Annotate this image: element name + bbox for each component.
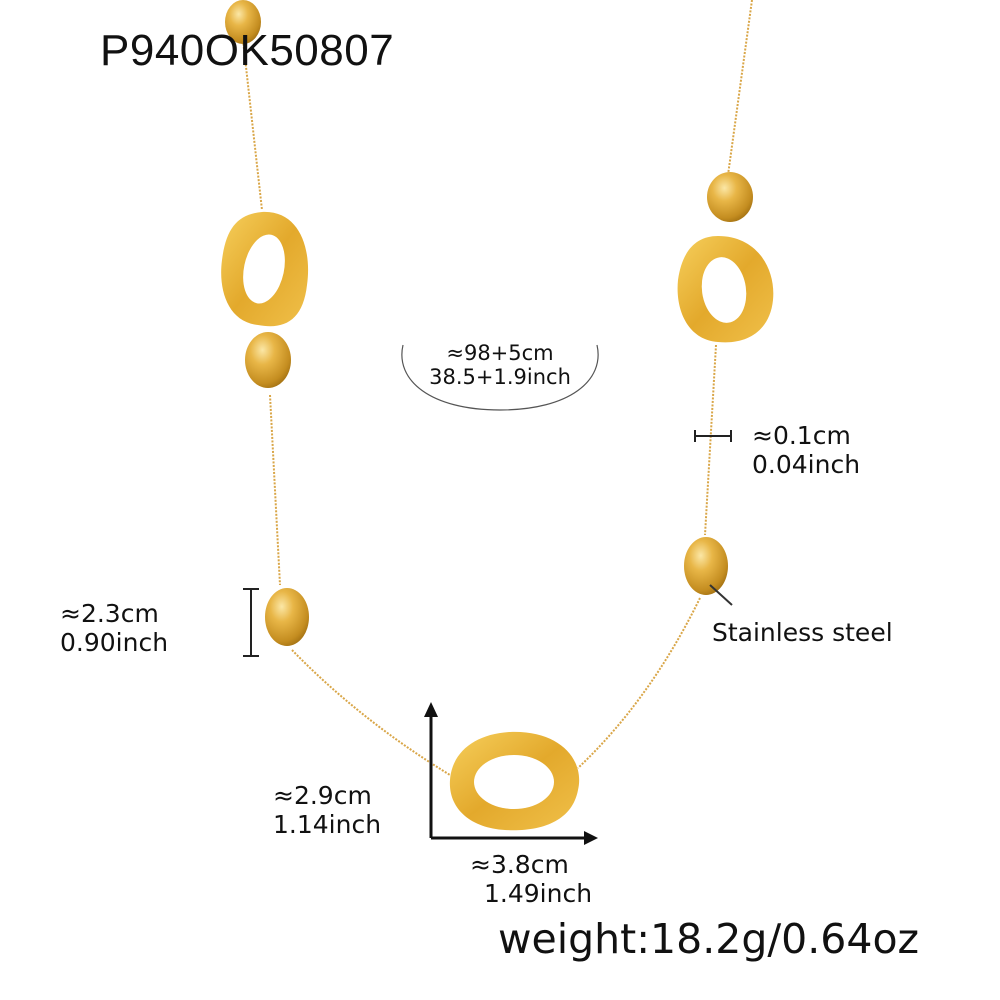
length-outline: [401, 344, 599, 411]
bead-height-measure: ≈2.3cm 0.90inch: [60, 599, 168, 657]
pendant-height-measure: ≈2.9cm 1.14inch: [273, 781, 381, 839]
ring-pendant-right: [677, 236, 774, 343]
chain: [242, 0, 753, 776]
bead-height-marker: [243, 588, 259, 657]
pendant-width-cm: ≈3.8cm: [470, 850, 569, 879]
pendant-height-inch: 1.14inch: [273, 810, 382, 839]
chain-thickness-cm: ≈0.1cm: [752, 421, 851, 450]
bead-height-cm: ≈2.3cm: [60, 599, 159, 628]
pendant-width-measure: ≈3.8cm 1.49inch: [470, 850, 592, 908]
thickness-marker: [694, 430, 732, 442]
chain-thickness-inch: 0.04inch: [752, 450, 861, 479]
material-label: Stainless steel: [712, 618, 893, 647]
pendant-height-cm: ≈2.9cm: [273, 781, 372, 810]
material-pointer: [709, 584, 733, 606]
length-inch: 38.5+1.9inch: [429, 365, 571, 389]
pendant-axes: [424, 702, 598, 845]
ring-pendant-left: [221, 211, 309, 327]
bead-right-upper: [707, 172, 753, 222]
length-measure: ≈98+5cm 38.5+1.9inch: [395, 341, 605, 389]
product-sku: P940OK50807: [100, 26, 395, 75]
length-cm: ≈98+5cm: [446, 341, 554, 365]
chain-thickness-measure: ≈0.1cm 0.04inch: [752, 421, 860, 479]
product-weight: weight:18.2g/0.64oz: [498, 915, 920, 963]
bead-height-inch: 0.90inch: [60, 628, 169, 657]
bead-top-left: [225, 0, 261, 44]
bead-right-lower: [684, 537, 728, 595]
bead-left-upper: [245, 332, 291, 388]
pendant-width-inch: 1.49inch: [484, 879, 593, 908]
ring-pendant-center: [449, 731, 580, 831]
bead-left-lower: [265, 588, 309, 646]
